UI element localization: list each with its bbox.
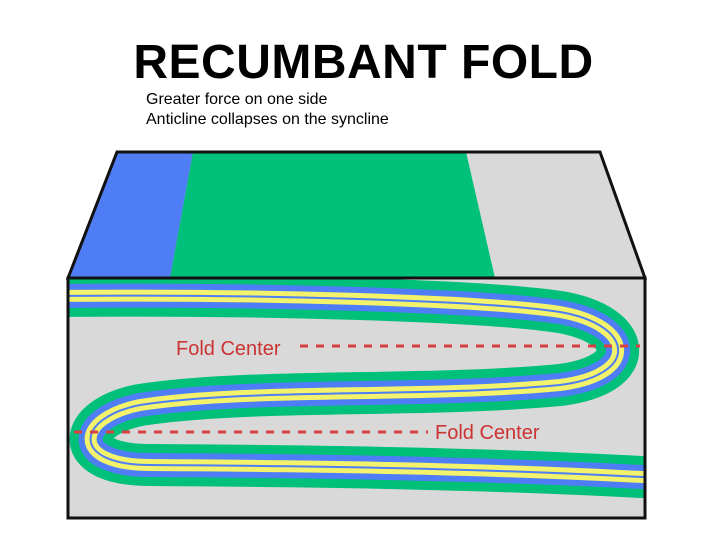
fold-center-lower-label: Fold Center — [435, 422, 540, 444]
slide-title: RECUMBANT FOLD — [133, 36, 594, 89]
front-face-outline — [66, 276, 647, 520]
folded-strata — [68, 278, 645, 499]
bullet-greater-force: Greater force on one side — [146, 91, 328, 108]
fold-center-upper-label: Fold Center — [176, 338, 281, 360]
fold-center-lower: Fold Center — [74, 422, 540, 444]
fold-layer-core — [68, 294, 645, 479]
block-top-face — [65, 150, 648, 280]
top-face-blue-band — [68, 152, 193, 278]
fold-center-upper: Fold Center — [176, 338, 640, 360]
block-front-face — [66, 276, 647, 520]
bullet-anticline-collapses: Anticline collapses on the syncline — [146, 111, 389, 128]
bullet-list: Greater force on one side Anticline coll… — [146, 90, 389, 130]
top-face-green-band — [170, 152, 495, 278]
